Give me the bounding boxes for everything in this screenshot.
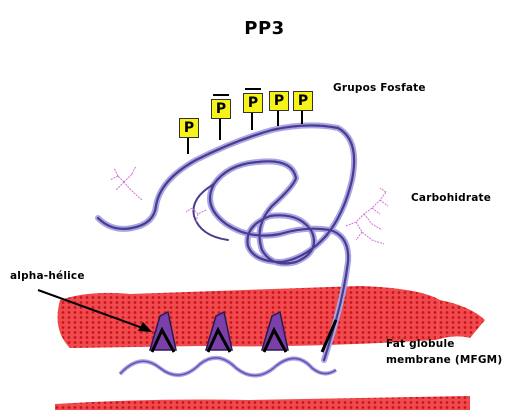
phosphate-p-5: P: [293, 91, 313, 111]
membrane-upper-layer-tail: [436, 300, 485, 340]
phosphate-p-1: P: [179, 118, 199, 138]
phosphate-bar-3: [245, 88, 261, 90]
phosphate-p-4: P: [269, 91, 289, 111]
carbohydrate-left: [110, 166, 142, 200]
phosphate-stems: [188, 110, 302, 154]
membrane-lower-layer: [55, 396, 470, 410]
label-phosphate-groups: Grupos Fosfate: [333, 82, 426, 94]
label-mfgm-line1: Fat globule: [386, 338, 455, 350]
label-alpha-helix: alpha-hélice: [10, 270, 85, 282]
label-mfgm-line2: membrane (MFGM): [386, 354, 502, 366]
phosphate-p-2: P: [211, 99, 231, 119]
label-carbohydrate: Carbohidrate: [411, 192, 491, 204]
carbohydrate-right: [346, 188, 388, 244]
phosphate-p-3: P: [243, 93, 263, 113]
phosphate-bar-2: [213, 94, 229, 96]
